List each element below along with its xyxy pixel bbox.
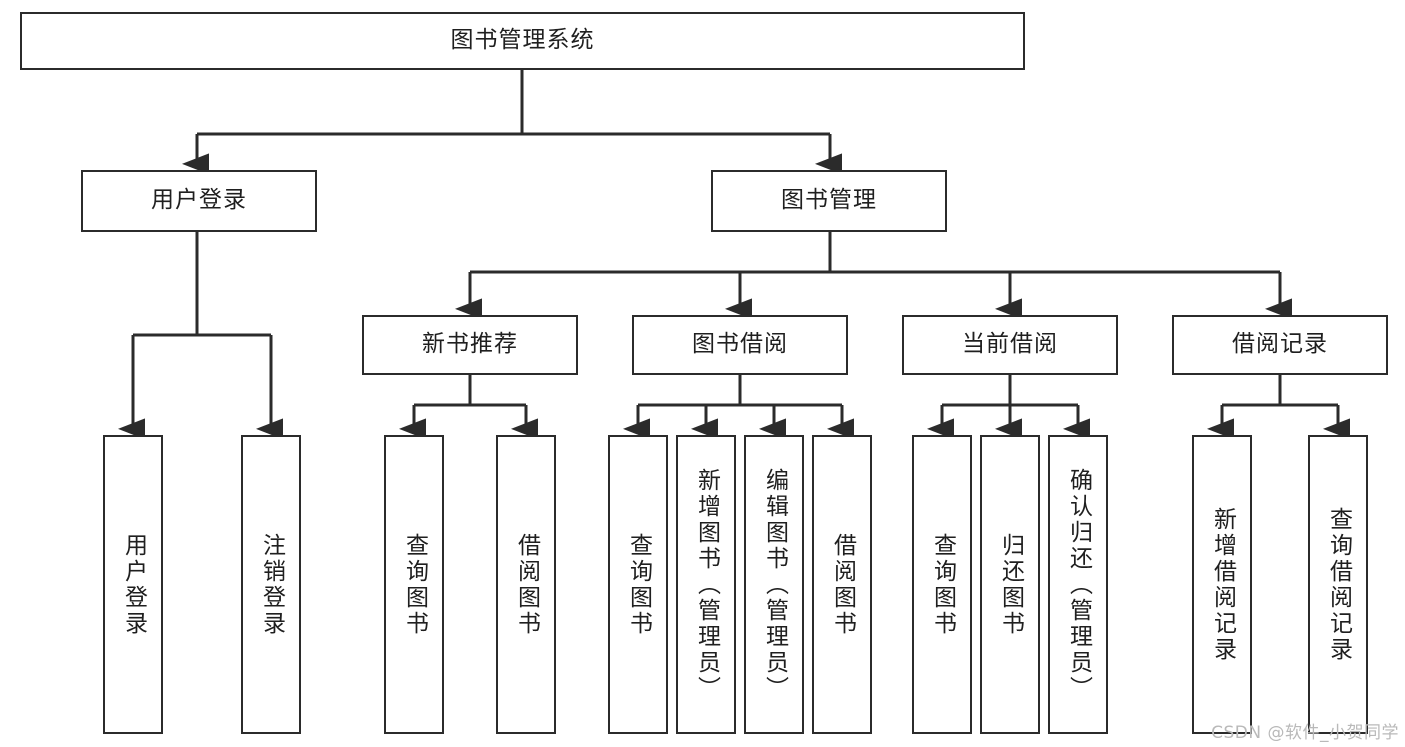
node-label: 用户登录 xyxy=(151,187,247,214)
node-label: 新增借阅记录 xyxy=(1209,506,1236,663)
node-label: 新书推荐 xyxy=(422,331,518,358)
node-leaf-borrow-books-recommend[interactable]: 借阅图书 xyxy=(496,435,556,734)
node-label: 查询图书 xyxy=(625,532,652,637)
node-label: 图书管理 xyxy=(781,187,877,214)
node-label: 编辑图书（管理员） xyxy=(761,467,788,702)
watermark-text: CSDN @软件_小贺同学 xyxy=(1211,723,1399,743)
node-label: 查询图书 xyxy=(929,532,956,637)
node-user-login[interactable]: 用户登录 xyxy=(81,170,317,232)
node-leaf-edit-book-admin[interactable]: 编辑图书（管理员） xyxy=(744,435,804,734)
node-leaf-confirm-return-admin[interactable]: 确认归还（管理员） xyxy=(1048,435,1108,734)
node-leaf-query-books-current[interactable]: 查询图书 xyxy=(912,435,972,734)
node-leaf-logout[interactable]: 注销登录 xyxy=(241,435,301,734)
node-leaf-add-book-admin[interactable]: 新增图书（管理员） xyxy=(676,435,736,734)
node-leaf-add-borrow-record[interactable]: 新增借阅记录 xyxy=(1192,435,1252,734)
node-leaf-user-login[interactable]: 用户登录 xyxy=(103,435,163,734)
node-label: 借阅记录 xyxy=(1232,331,1328,358)
node-label: 归还图书 xyxy=(997,532,1024,637)
node-label: 用户登录 xyxy=(120,532,147,637)
node-label: 新增图书（管理员） xyxy=(693,467,720,702)
node-label: 借阅图书 xyxy=(513,532,540,637)
node-label: 借阅图书 xyxy=(829,532,856,637)
node-new-book-recommendation[interactable]: 新书推荐 xyxy=(362,315,578,375)
node-borrowing-records[interactable]: 借阅记录 xyxy=(1172,315,1388,375)
node-leaf-return-books[interactable]: 归还图书 xyxy=(980,435,1040,734)
node-leaf-query-books-borrow[interactable]: 查询图书 xyxy=(608,435,668,734)
node-label: 图书管理系统 xyxy=(450,27,595,54)
node-book-borrowing[interactable]: 图书借阅 xyxy=(632,315,848,375)
node-current-borrowing[interactable]: 当前借阅 xyxy=(902,315,1118,375)
node-leaf-query-borrow-record[interactable]: 查询借阅记录 xyxy=(1308,435,1368,734)
node-label: 查询图书 xyxy=(401,532,428,637)
node-book-management[interactable]: 图书管理 xyxy=(711,170,947,232)
node-leaf-borrow-books[interactable]: 借阅图书 xyxy=(812,435,872,734)
node-label: 图书借阅 xyxy=(692,331,788,358)
node-label: 当前借阅 xyxy=(962,331,1058,358)
node-leaf-query-books-recommend[interactable]: 查询图书 xyxy=(384,435,444,734)
node-label: 查询借阅记录 xyxy=(1325,506,1352,663)
node-root-book-management-system[interactable]: 图书管理系统 xyxy=(20,12,1025,70)
node-label: 确认归还（管理员） xyxy=(1065,467,1092,702)
node-label: 注销登录 xyxy=(258,532,285,637)
